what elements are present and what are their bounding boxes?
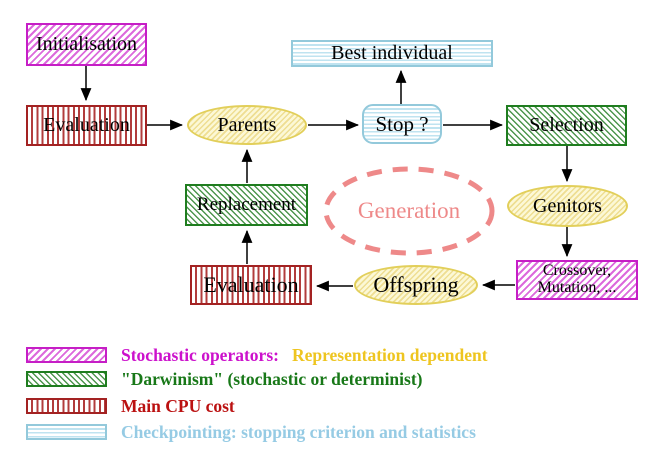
node-crossover-mutation: Crossover, Mutation, ... (516, 260, 638, 300)
node-selection: Selection (506, 105, 627, 146)
legend-row-main-cpu-cost: Main CPU cost (26, 395, 235, 416)
node-evaluation-top-label: Evaluation (43, 114, 130, 136)
legend-swatch-red-stripes (26, 398, 107, 414)
node-parents: Parents (187, 105, 307, 145)
legend-swatch-green-hatch (26, 371, 107, 387)
legend-row-checkpointing: Checkpointing: stopping criterion and st… (26, 421, 476, 442)
node-best-individual: Best individual (291, 40, 493, 67)
node-offspring-label: Offspring (373, 272, 459, 298)
generation-text: Generation (323, 167, 495, 255)
legend-label-representation-dependent: Representation dependent (291, 344, 488, 365)
legend-swatch-cyan-stripes (26, 424, 107, 440)
legend-row-stochastic-operators: Stochastic operators: Representation dep… (26, 344, 488, 365)
node-stop: Stop ? (362, 104, 442, 144)
legend-label-checkpointing: Checkpointing: stopping criterion and st… (121, 421, 476, 442)
node-genitors-label: Genitors (533, 194, 602, 217)
node-replacement-label: Replacement (196, 194, 297, 216)
node-genitors: Genitors (507, 185, 628, 227)
node-best-individual-label: Best individual (331, 42, 453, 64)
node-mutation-label: Mutation, ... (537, 279, 617, 296)
node-parents-label: Parents (217, 113, 277, 136)
legend-label-stochastic-operators: Stochastic operators: (121, 344, 279, 365)
legend-swatch-magenta-hatch (26, 347, 107, 363)
node-evaluation-bottom-label: Evaluation (203, 272, 299, 298)
legend-row-darwinism: "Darwinism" (stochastic or determinist) (26, 368, 423, 389)
node-crossover-label: Crossover, (542, 262, 612, 280)
node-stop-label: Stop ? (375, 111, 429, 136)
legend-label-darwinism: "Darwinism" (stochastic or determinist) (121, 368, 423, 389)
legend-label-main-cpu-cost: Main CPU cost (121, 395, 235, 416)
node-initialisation: Initialisation (26, 23, 147, 66)
node-initialisation-label: Initialisation (35, 33, 138, 55)
node-offspring: Offspring (354, 265, 478, 305)
generation-text-label: Generation (357, 198, 461, 223)
node-evaluation-top: Evaluation (26, 105, 147, 146)
node-selection-label: Selection (529, 114, 604, 136)
node-evaluation-bottom: Evaluation (190, 265, 312, 305)
node-replacement: Replacement (185, 184, 308, 226)
